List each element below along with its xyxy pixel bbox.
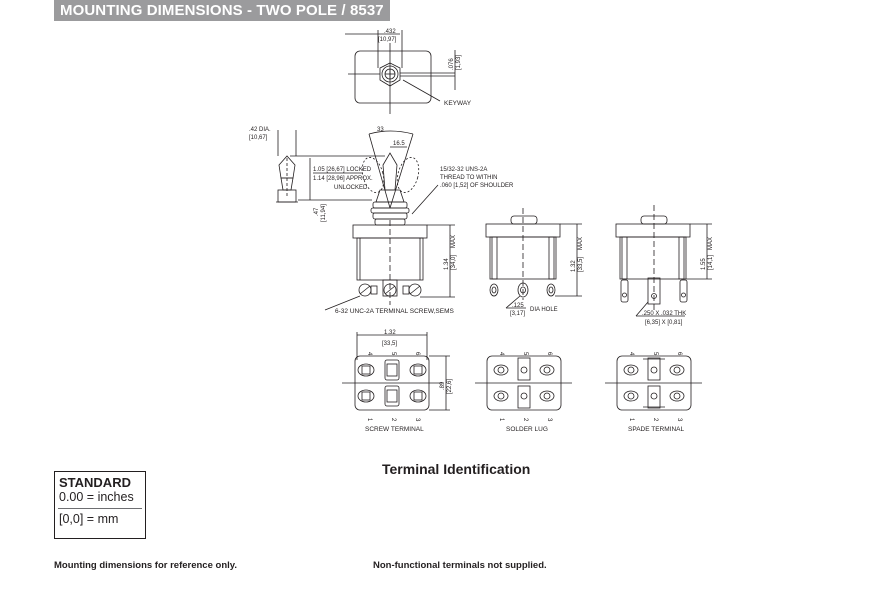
keyway-mm: [1,93] — [456, 55, 462, 70]
spade-size-mm: [6,35] X [0,81] — [645, 320, 683, 326]
terminal-number: 2 — [390, 418, 396, 422]
terminal-number: 4 — [628, 352, 634, 356]
thread-line3: .060 [1,52] OF SHOULDER — [440, 183, 514, 189]
terminal-number: 3 — [546, 418, 552, 422]
bushing-mm: [11,94] — [321, 204, 327, 222]
solder-lug-bottom-view — [475, 355, 572, 411]
approx-dim: 1.14 [28,96] APPROX. — [313, 176, 373, 182]
standard-title: STANDARD — [59, 475, 131, 490]
solder-height-mm: [33,5] — [578, 257, 584, 272]
screw-max: MAX — [451, 235, 457, 248]
terminal-number: 6 — [676, 352, 682, 356]
dia-mm: [10,67] — [249, 135, 268, 141]
top-width-mm: [10,97] — [378, 37, 397, 43]
standard-units-box: STANDARD 0.00 = inches [0,0] = mm — [54, 471, 146, 539]
terminal-number: 5 — [522, 352, 528, 356]
top-width-in: .432 — [384, 29, 396, 35]
bottom-width-in: 1.32 — [384, 330, 396, 336]
thread-line2: THREAD TO WITHIN — [440, 175, 497, 181]
standard-mm: [0,0] = mm — [59, 512, 119, 526]
top-view: .432 [10,97] .076 [1,93] KEYWAY — [345, 29, 472, 114]
dia-in: .42 DIA. — [249, 127, 271, 133]
spade-front-view: 1.55 [14,1] MAX .250 X .032 THK [6,35] X… — [615, 205, 714, 326]
keyway-label: KEYWAY — [444, 100, 472, 107]
terminal-number: 5 — [390, 352, 396, 356]
solder-lug-label: SOLDER LUG — [506, 426, 548, 433]
terminal-number: 1 — [366, 418, 372, 422]
spade-bottom-view — [605, 355, 702, 411]
spade-height-mm: [14,1] — [708, 255, 714, 270]
unlocked-label: UNLOCKED — [334, 185, 368, 191]
screw-height-in: 1.34 — [444, 258, 450, 270]
bottom-width-mm: [33,5] — [382, 341, 397, 347]
terminal-number: 3 — [676, 418, 682, 422]
angle-half: 16.5 — [393, 141, 405, 147]
terminal-number: 2 — [652, 418, 658, 422]
bottom-depth-mm: [22,6] — [447, 379, 453, 394]
side-view: .42 DIA. [10,67] 1.05 [26,67] LOCKED 1.1… — [249, 127, 514, 226]
thread-line1: 15/32-32 UNS-2A — [440, 167, 487, 173]
screw-height-mm: [34,0] — [451, 255, 457, 270]
non-functional-note: Non-functional terminals not supplied. — [373, 560, 547, 571]
screw-note: 6-32 UNC-2A TERMINAL SCREW,SEMS — [335, 308, 454, 315]
terminal-identification-title: Terminal Identification — [382, 461, 531, 477]
spade-terminal-label: SPADE TERMINAL — [628, 426, 684, 433]
solder-height-in: 1.32 — [571, 260, 577, 272]
terminal-number: 3 — [414, 418, 420, 422]
terminal-number: 4 — [498, 352, 504, 356]
solder-hole-mm: [3,17] — [510, 311, 525, 317]
terminal-numbers: 4 5 6 1 2 3 4 5 6 1 2 3 4 5 6 1 2 3 — [366, 352, 682, 422]
keyway-in: .076 — [449, 58, 455, 70]
terminal-number: 4 — [366, 352, 372, 356]
solder-lug-front-view: 1.32 [33,5] MAX .125 [3,17] DIA HOLE — [485, 208, 584, 317]
page-header: MOUNTING DIMENSIONS - TWO POLE / 8537 — [54, 0, 390, 21]
spade-height-in: 1.55 — [701, 258, 707, 270]
solder-max: MAX — [578, 237, 584, 250]
terminal-number: 6 — [414, 352, 420, 356]
terminal-number: 2 — [522, 418, 528, 422]
standard-inches: 0.00 = inches — [59, 490, 134, 504]
screw-terminal-front-view: 1.34 [34,0] MAX 6-32 UNC-2A TERMINAL SCR… — [324, 220, 457, 315]
angle-total: 33 — [377, 127, 384, 133]
reference-note: Mounting dimensions for reference only. — [54, 560, 237, 571]
standard-divider — [58, 508, 142, 509]
terminal-number: 6 — [546, 352, 552, 356]
screw-terminal-label: SCREW TERMINAL — [365, 426, 424, 433]
solder-hole-in: .125 — [512, 303, 524, 309]
spade-size-in: .250 X .032 THK — [642, 311, 686, 317]
terminal-number: 5 — [652, 352, 658, 356]
bottom-depth-in: .89 — [440, 381, 446, 390]
solder-hole-label: DIA HOLE — [530, 307, 558, 313]
screw-terminal-bottom-view: 1.32 [33,5] .89 [22,6] — [342, 330, 453, 411]
terminal-number: 1 — [628, 418, 634, 422]
spade-max: MAX — [708, 237, 714, 250]
locked-dim: 1.05 [26,67] LOCKED — [313, 167, 372, 173]
bushing-in: .47 — [314, 207, 320, 216]
terminal-number: 1 — [498, 418, 504, 422]
